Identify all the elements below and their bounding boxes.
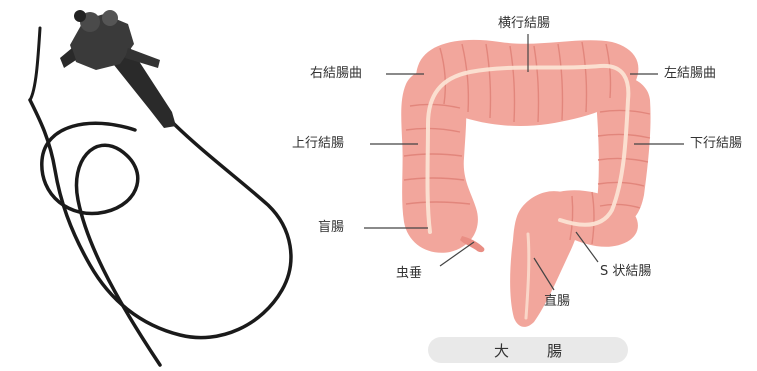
caption-text: 大腸 xyxy=(494,340,600,361)
label-cecum: 盲腸 xyxy=(318,220,344,236)
label-ascending-colon: 上行結腸 xyxy=(292,136,344,152)
endoscope-knob-icon xyxy=(102,10,118,26)
caption-badge: 大腸 xyxy=(428,337,628,363)
endoscope-cable xyxy=(30,100,291,338)
label-descending-colon: 下行結腸 xyxy=(690,136,742,152)
label-right-colic-flexure: 右結腸曲 xyxy=(310,66,362,82)
label-sigmoid-colon: S 状結腸 xyxy=(600,264,651,280)
label-left-colic-flexure: 左結腸曲 xyxy=(664,66,716,82)
label-appendix: 虫垂 xyxy=(396,266,422,282)
colon xyxy=(401,40,650,327)
label-transverse-colon: 横行結腸 xyxy=(498,16,550,32)
label-rectum: 直腸 xyxy=(544,294,570,310)
endoscope xyxy=(30,10,291,365)
endoscope-tip-cable xyxy=(30,28,40,100)
endoscope-valve-icon xyxy=(74,10,86,22)
endoscope-insertion-tube xyxy=(42,123,160,365)
